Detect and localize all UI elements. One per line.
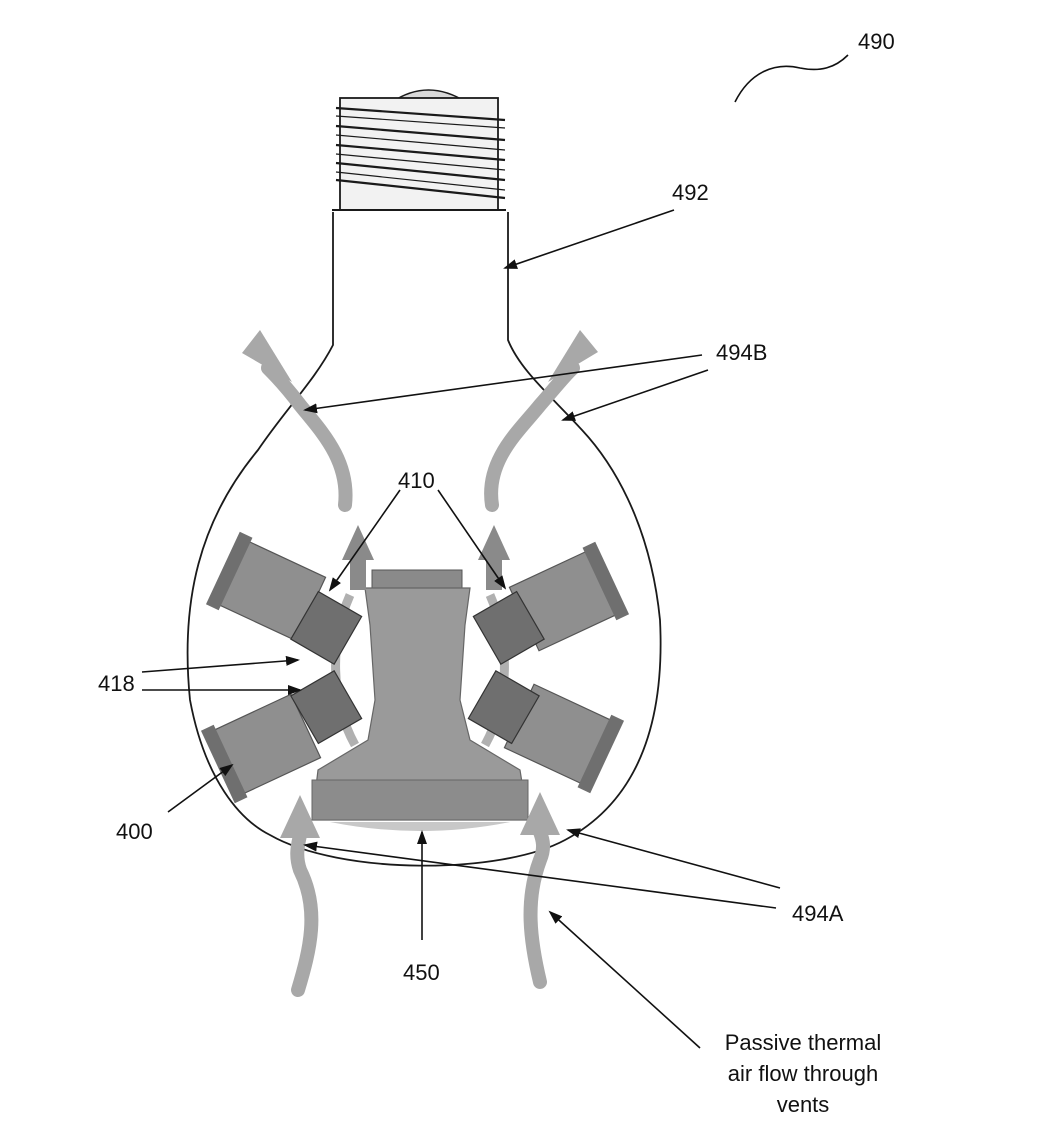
inner-arrow-right (478, 525, 510, 560)
caption-line-1: Passive thermal (724, 1030, 882, 1055)
leader-lines (141, 209, 781, 1049)
ref-494a: 494A (792, 901, 844, 926)
ref-418: 418 (98, 671, 135, 696)
ref-400: 400 (116, 819, 153, 844)
ref-492: 492 (672, 180, 709, 205)
bulb-envelope (186, 212, 662, 867)
led-driver-left-upper (290, 590, 363, 665)
led-driver-right-lower (467, 670, 540, 745)
led-driver-left-lower (290, 670, 363, 745)
led-module-right-lower (503, 683, 625, 794)
inner-arrow-left (342, 525, 374, 560)
led-driver-right-upper (472, 590, 545, 665)
ref-494b: 494B (716, 340, 768, 365)
caption-line-3: vents (776, 1092, 830, 1117)
lower-flow-arrow-left (280, 795, 320, 997)
upper-flow-arrow-left (242, 330, 353, 512)
center-heatsink (311, 569, 529, 831)
screw-base (332, 89, 506, 211)
leader-490 (734, 54, 849, 103)
caption-line-2: air flow through (727, 1061, 879, 1086)
ref-450: 450 (403, 960, 440, 985)
led-module-left-upper (205, 531, 327, 642)
lower-flow-arrow-right (520, 792, 560, 989)
caption: Passive thermal air flow through vents (703, 1027, 903, 1120)
ref-410: 410 (398, 468, 435, 493)
upper-flow-arrow-right (484, 330, 598, 512)
ref-490: 490 (858, 29, 895, 54)
